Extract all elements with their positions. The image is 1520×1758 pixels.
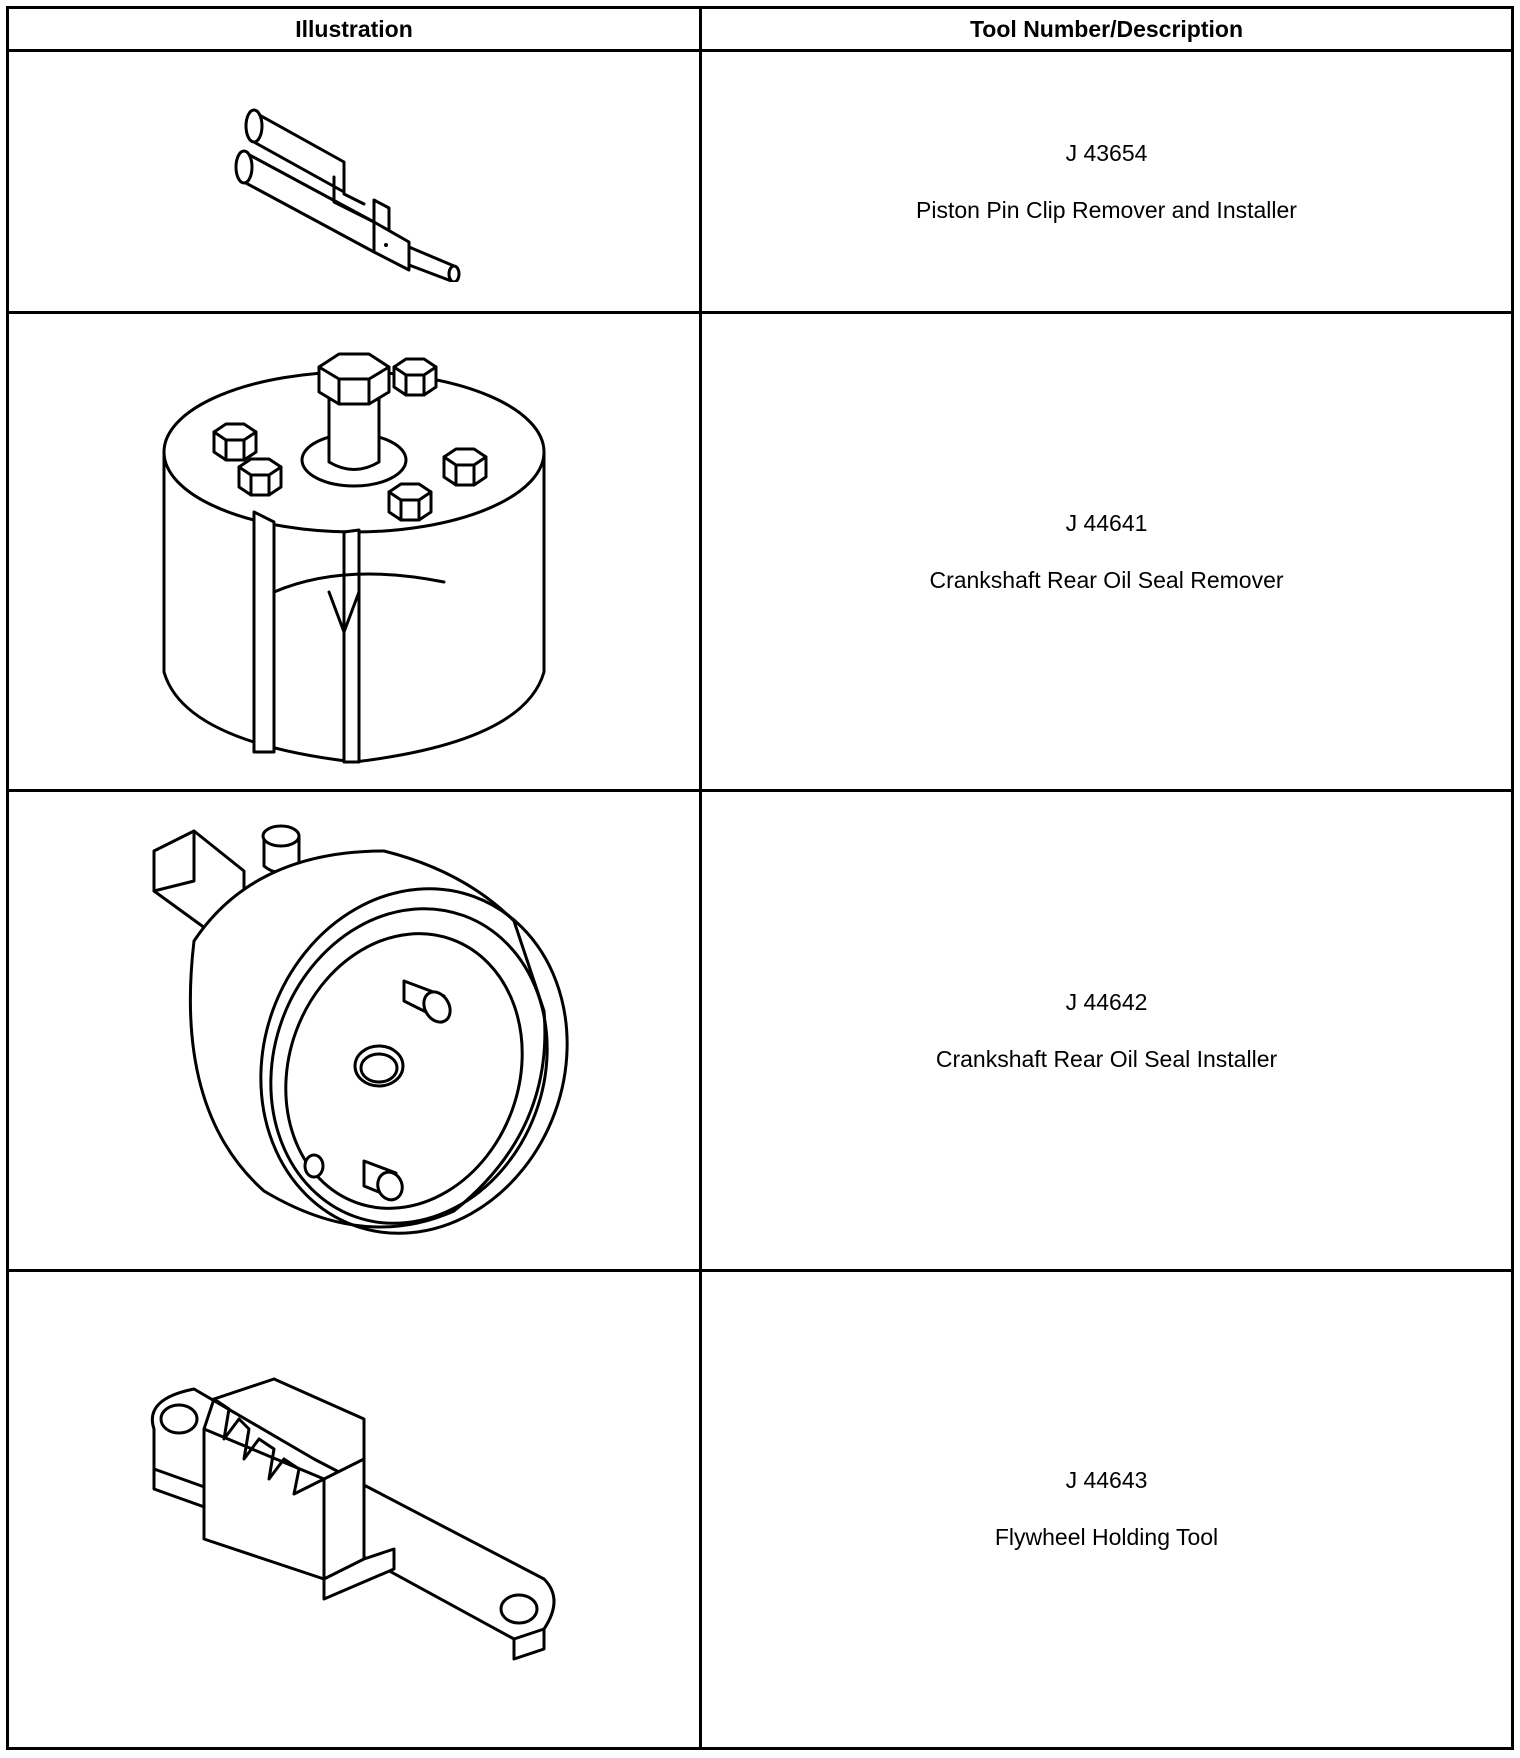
table-header-row: Illustration Tool Number/Description — [6, 6, 1514, 52]
table-row: J 44641 Crankshaft Rear Oil Seal Remover — [6, 311, 1514, 793]
illustration-cell — [6, 311, 702, 793]
tool-number: J 44642 — [1065, 988, 1148, 1015]
table-row: J 43654 Piston Pin Clip Remover and Inst… — [6, 48, 1514, 315]
description-cell: J 44642 Crankshaft Rear Oil Seal Install… — [699, 789, 1514, 1272]
description-cell: J 43654 Piston Pin Clip Remover and Inst… — [699, 48, 1514, 315]
seal-remover-icon — [162, 352, 546, 764]
seal-installer-icon — [152, 824, 569, 1235]
table-row: J 44643 Flywheel Holding Tool — [6, 1268, 1514, 1751]
tool-description: Crankshaft Rear Oil Seal Remover — [929, 566, 1284, 593]
header-tool-number-description: Tool Number/Description — [699, 6, 1514, 52]
table-row: J 44642 Crankshaft Rear Oil Seal Install… — [6, 789, 1514, 1272]
piston-pin-clip-tool-icon — [234, 108, 461, 282]
special-tools-table: Illustration Tool Number/Description — [6, 6, 1514, 1751]
description-cell: J 44641 Crankshaft Rear Oil Seal Remover — [699, 311, 1514, 793]
tool-number: J 44643 — [1065, 1467, 1148, 1494]
tool-description: Flywheel Holding Tool — [994, 1524, 1219, 1551]
tool-description: Crankshaft Rear Oil Seal Installer — [935, 1045, 1278, 1072]
illustration-cell — [6, 48, 702, 315]
flywheel-holding-tool-icon — [151, 1377, 556, 1661]
description-cell: J 44643 Flywheel Holding Tool — [699, 1268, 1514, 1751]
illustration-cell — [6, 1268, 702, 1751]
tool-description: Piston Pin Clip Remover and Installer — [916, 196, 1297, 223]
illustration-cell — [6, 789, 702, 1272]
tool-number: J 43654 — [1065, 139, 1148, 166]
header-illustration: Illustration — [6, 6, 702, 52]
tool-number: J 44641 — [1065, 509, 1148, 536]
